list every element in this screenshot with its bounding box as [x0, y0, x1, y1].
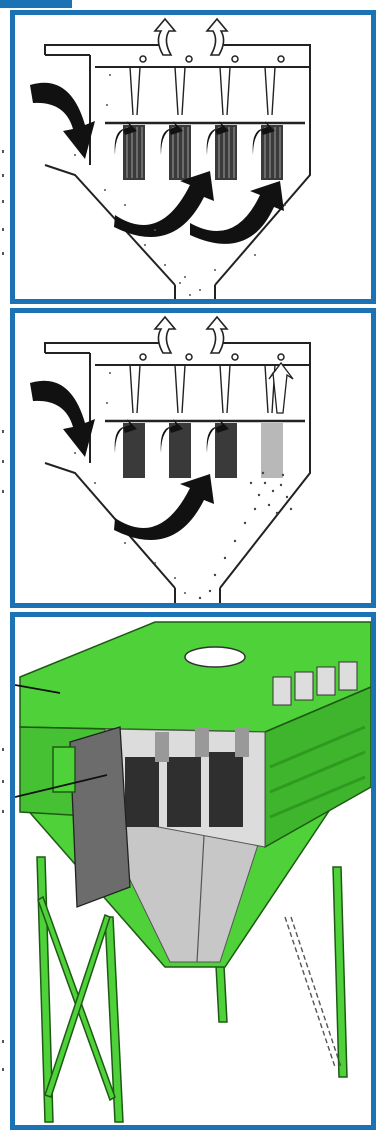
pulse-nozzles — [139, 353, 285, 361]
pulse-nozzles — [139, 55, 285, 63]
pulse-valve-manifold — [272, 661, 358, 706]
rear-brace — [284, 916, 342, 1068]
collector-cutaway-illustration — [15, 621, 371, 1123]
exhaust-arrow-icon — [153, 17, 229, 56]
dust-particles — [74, 74, 286, 296]
left-edge-marks-2 — [0, 420, 10, 520]
inlet-frame — [52, 746, 76, 793]
left-edge-marks-3 — [0, 740, 10, 1080]
inlet-arrow-icon — [30, 380, 95, 457]
upflow-arrow-icon — [114, 121, 275, 155]
pulse-cleaning-diagram — [30, 315, 311, 603]
corner-tab — [0, 0, 72, 8]
inlet-arrow-icon — [30, 82, 95, 159]
upflow-arrow-icon — [114, 474, 214, 540]
upflow-arrow-icon — [114, 419, 229, 453]
pulse-jet-icon — [268, 361, 294, 414]
left-edge-marks — [0, 140, 10, 290]
leader-line-icon — [15, 684, 108, 798]
airflow-diagram — [30, 17, 311, 299]
access-door — [69, 726, 131, 908]
side-rails — [269, 725, 366, 819]
pulse-cleaning-diagram-panel — [10, 308, 376, 608]
dust-burst — [198, 471, 293, 600]
airflow-diagram-panel — [10, 10, 376, 304]
outlet-collar — [184, 646, 246, 668]
upflow-arrow-icon — [114, 171, 284, 244]
dust-particles — [74, 372, 186, 594]
collector-cutaway-panel — [10, 612, 376, 1130]
filter-cartridges — [123, 125, 283, 180]
filter-cartridges — [123, 423, 283, 478]
exhaust-arrow-icon — [153, 315, 229, 354]
filter-cartridges — [125, 727, 249, 827]
